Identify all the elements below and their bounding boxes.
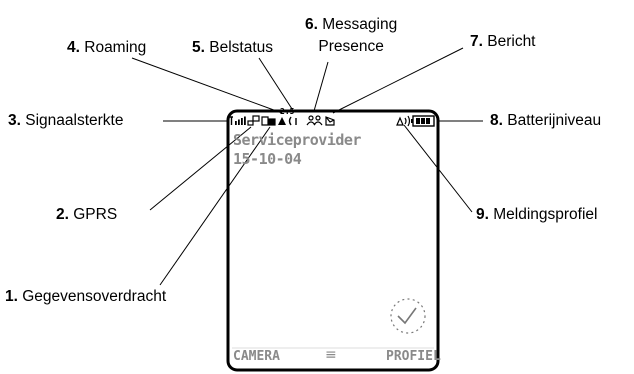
date-text: 15-10-04 (233, 150, 302, 168)
callout-message: 7. Bericht (470, 33, 536, 50)
menu-icon[interactable]: ≡ (325, 347, 337, 363)
roaming-tag: 2.5 (280, 107, 295, 116)
callout-signal-strength: 3. Signaalsterkte (8, 112, 124, 129)
leader-line-2 (149, 126, 252, 211)
leader-lines (131, 47, 483, 286)
roaming-icon (278, 117, 286, 125)
gprs-icon (247, 115, 260, 126)
leader-line-4 (131, 57, 283, 114)
callout-messaging-line1: 6. Messaging (305, 16, 398, 33)
callout-call-status: 5. Belstatus (192, 39, 274, 56)
ring-style-icon (396, 115, 411, 127)
data-transfer-icon (261, 116, 276, 126)
service-provider-text: Serviceprovider (233, 131, 361, 149)
callout-messaging-presence: 6. Messaging Presence (305, 14, 397, 58)
callout-gprs: 2. GPRS (56, 206, 118, 223)
callout-roaming: 4. Roaming (67, 39, 147, 56)
leader-line-7 (332, 47, 464, 114)
softkey-left[interactable]: CAMERA (233, 349, 280, 364)
leader-line-6 (313, 61, 329, 112)
clock-icon (390, 298, 426, 334)
callout-battery-level: 8. Batterijniveau (490, 112, 602, 129)
callout-ring-style: 9. Meldingsprofiel (476, 206, 598, 223)
leader-line-5 (258, 57, 295, 113)
messaging-presence-icon (306, 115, 323, 126)
call-status-icon (288, 116, 297, 126)
battery-icon (411, 115, 435, 127)
callout-data-transfer: 1. Gegevensoverdracht (5, 288, 167, 305)
phone-screen-frame (226, 109, 440, 372)
callout-messaging-line2: Presence (318, 38, 384, 55)
softkey-right[interactable]: PROFIEL (386, 349, 441, 364)
signal-strength-icon (230, 116, 246, 125)
message-icon (325, 116, 335, 126)
leader-line-9 (403, 124, 473, 213)
leader-line-1 (159, 126, 271, 286)
